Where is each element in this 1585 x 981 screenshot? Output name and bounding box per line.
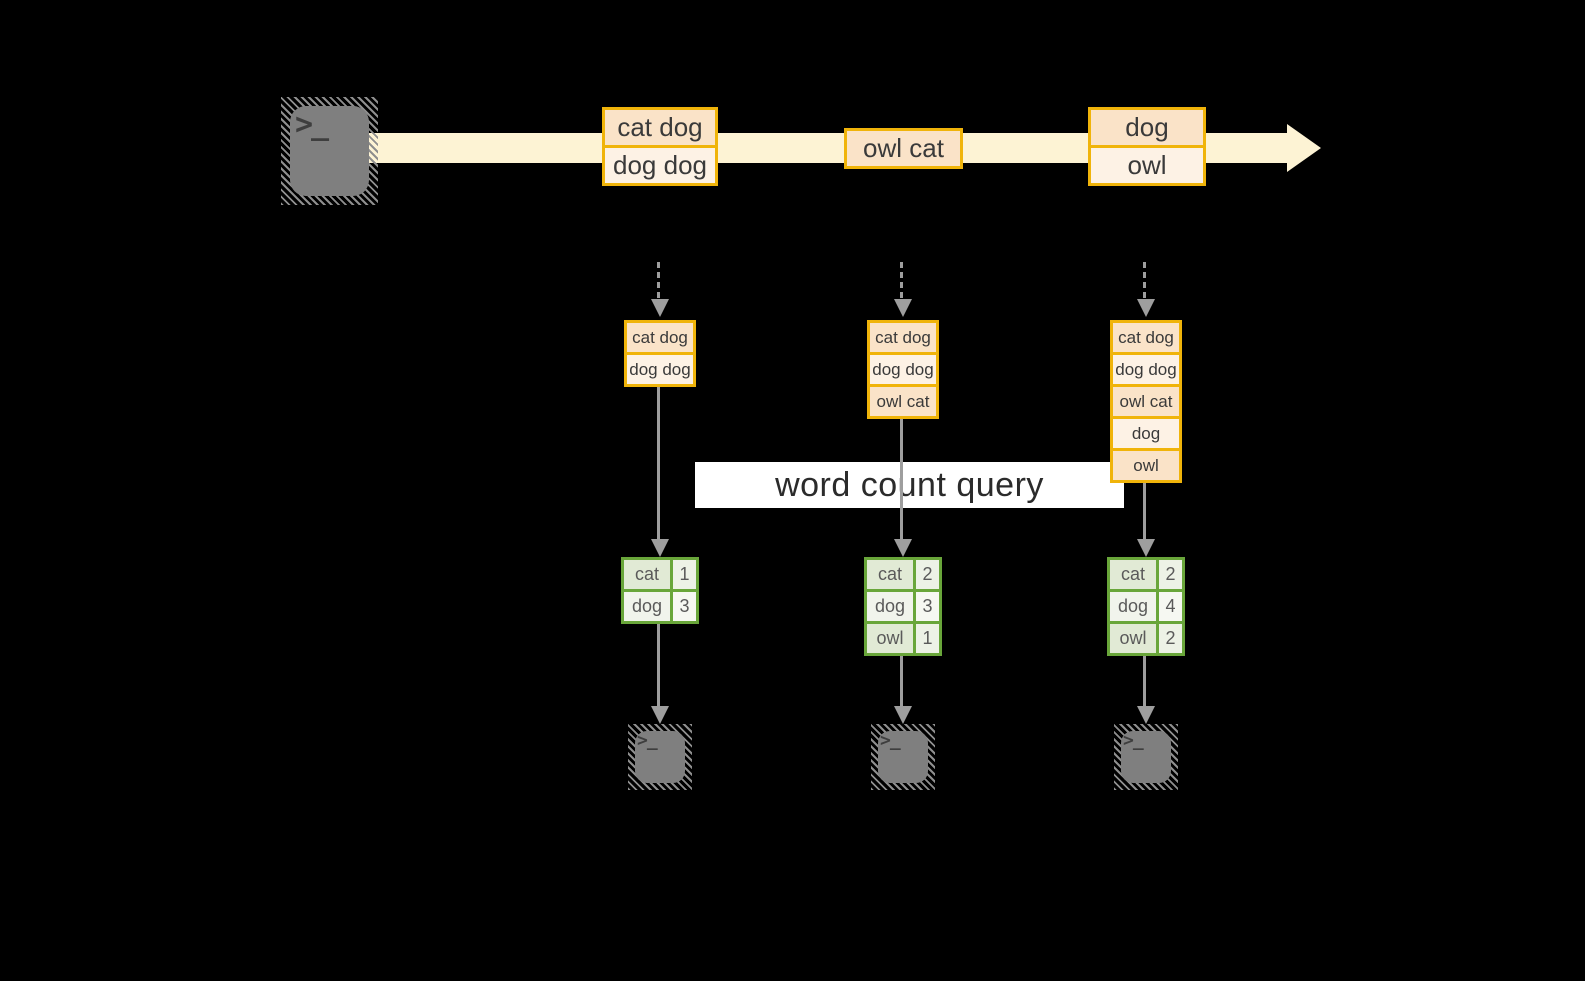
terminal-prompt-glyph: >_ — [295, 107, 329, 142]
output-terminal-icon-3: >_ — [1114, 724, 1178, 790]
query-band: word count query — [695, 462, 1124, 508]
terminal-screen — [635, 731, 685, 783]
accumulated-row: dog dog — [1113, 355, 1179, 384]
connector-arrow — [900, 419, 903, 540]
terminal-screen — [1121, 731, 1171, 783]
arrowhead — [1137, 539, 1155, 557]
table-cell-word: dog — [624, 592, 670, 621]
terminal-prompt-glyph: >_ — [880, 730, 901, 751]
connector-arrow — [1143, 483, 1146, 540]
accumulated-input-box-1: cat dog dog dog — [624, 320, 696, 387]
accumulated-row: dog dog — [870, 355, 936, 384]
terminal-screen — [878, 731, 928, 783]
connector-arrow — [657, 387, 660, 540]
word-count-table-3: cat 2 dog 4 owl 2 — [1107, 557, 1185, 656]
table-cell-word: cat — [624, 560, 670, 589]
table-cell-word: cat — [1110, 560, 1156, 589]
batch-row: owl cat — [847, 131, 960, 166]
accumulated-row: cat dog — [627, 323, 693, 352]
stream-batch-box-2: owl cat — [844, 128, 963, 169]
dashed-down-arrow — [900, 262, 903, 298]
accumulated-row: cat dog — [1113, 323, 1179, 352]
table-cell-count: 4 — [1159, 592, 1182, 621]
output-terminal-icon-2: >_ — [871, 724, 935, 790]
stream-batch-box-1: cat dog dog dog — [602, 107, 718, 186]
accumulated-row: dog — [1113, 419, 1179, 448]
arrowhead — [1137, 706, 1155, 724]
batch-row: cat dog — [605, 110, 715, 145]
table-cell-count: 1 — [673, 560, 696, 589]
table-cell-count: 2 — [1159, 560, 1182, 589]
accumulated-row: owl — [1113, 451, 1179, 480]
connector-arrow — [1143, 656, 1146, 707]
table-cell-word: owl — [1110, 624, 1156, 653]
output-terminal-icon-1: >_ — [628, 724, 692, 790]
table-cell-count: 1 — [916, 624, 939, 653]
stream-batch-box-3: dog owl — [1088, 107, 1206, 186]
connector-arrow — [657, 624, 660, 707]
table-cell-count: 3 — [673, 592, 696, 621]
terminal-prompt-glyph: >_ — [637, 730, 658, 751]
arrowhead — [1137, 299, 1155, 317]
table-cell-word: owl — [867, 624, 913, 653]
arrowhead — [894, 299, 912, 317]
arrowhead — [894, 706, 912, 724]
dashed-down-arrow — [1143, 262, 1146, 298]
dashed-down-arrow — [657, 262, 660, 298]
accumulated-row: dog dog — [627, 355, 693, 384]
table-cell-count: 2 — [1159, 624, 1182, 653]
word-count-table-1: cat 1 dog 3 — [621, 557, 699, 624]
stream-arrowhead-icon — [1287, 124, 1321, 172]
accumulated-input-box-3: cat dog dog dog owl cat dog owl — [1110, 320, 1182, 483]
accumulated-row: cat dog — [870, 323, 936, 352]
table-cell-word: dog — [1110, 592, 1156, 621]
arrowhead — [651, 539, 669, 557]
batch-row: dog — [1091, 110, 1203, 145]
terminal-screen — [290, 106, 369, 196]
accumulated-row: owl cat — [1113, 387, 1179, 416]
table-cell-count: 2 — [916, 560, 939, 589]
source-terminal-icon: >_ — [281, 97, 378, 205]
table-cell-word: cat — [867, 560, 913, 589]
accumulated-input-box-2: cat dog dog dog owl cat — [867, 320, 939, 419]
batch-row: dog dog — [605, 148, 715, 183]
word-count-table-2: cat 2 dog 3 owl 1 — [864, 557, 942, 656]
connector-arrow — [900, 656, 903, 707]
accumulated-row: owl cat — [870, 387, 936, 416]
table-cell-count: 3 — [916, 592, 939, 621]
arrowhead — [894, 539, 912, 557]
terminal-prompt-glyph: >_ — [1123, 730, 1144, 751]
arrowhead — [651, 299, 669, 317]
query-label: word count query — [775, 465, 1044, 504]
batch-row: owl — [1091, 148, 1203, 183]
arrowhead — [651, 706, 669, 724]
table-cell-word: dog — [867, 592, 913, 621]
